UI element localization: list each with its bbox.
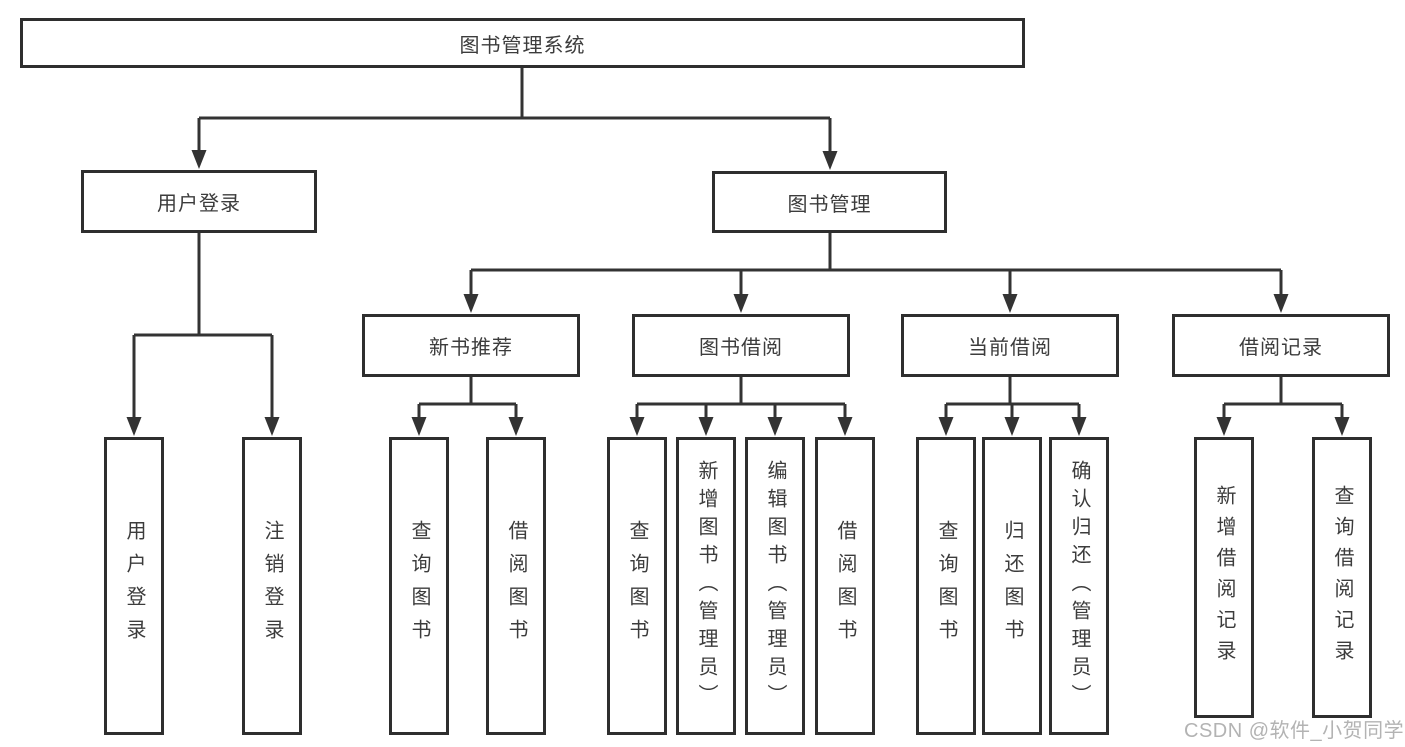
leaf-borrow-borrow-books-label: 借阅图书 <box>834 520 856 652</box>
node-book-borrow: 图书借阅 <box>632 314 850 377</box>
connector-current-group <box>944 377 1081 418</box>
leaf-newbooks-query-books: 查询图书 <box>389 437 449 735</box>
connector-root <box>197 68 832 152</box>
leaf-borrow-add-books-admin: 新增图书（管理员） <box>676 437 736 735</box>
connector-records-group <box>1222 377 1344 418</box>
leaf-newbooks-query-books-label: 查询图书 <box>408 520 430 652</box>
node-book-management: 图书管理 <box>712 171 947 233</box>
leaf-records-query-record: 查询借阅记录 <box>1312 437 1372 718</box>
connector-newbook-group <box>417 377 518 418</box>
leaf-borrow-edit-books-admin-label: 编辑图书（管理员） <box>764 460 786 712</box>
node-user-login: 用户登录 <box>81 170 317 233</box>
leaf-newbooks-borrow-books-label: 借阅图书 <box>505 520 527 652</box>
connector-user-login-group <box>132 233 274 418</box>
leaf-borrow-query-books-label: 查询图书 <box>626 520 648 652</box>
connector-book-management-group <box>469 233 1283 295</box>
node-new-book-recommend: 新书推荐 <box>362 314 580 377</box>
leaf-logout-label: 注销登录 <box>261 520 283 652</box>
leaf-current-query-books-label: 查询图书 <box>935 520 957 652</box>
node-borrow-records: 借阅记录 <box>1172 314 1390 377</box>
leaf-borrow-borrow-books: 借阅图书 <box>815 437 875 735</box>
node-current-borrow: 当前借阅 <box>901 314 1119 377</box>
node-current-borrow-label: 当前借阅 <box>968 337 1052 359</box>
leaf-records-add-record-label: 新增借阅记录 <box>1213 484 1235 671</box>
leaf-current-confirm-return-admin: 确认归还（管理员） <box>1049 437 1109 735</box>
leaf-current-return-books: 归还图书 <box>982 437 1042 735</box>
node-new-book-recommend-label: 新书推荐 <box>429 337 513 359</box>
csdn-watermark: CSDN @软件_小贺同学 <box>1184 720 1405 742</box>
leaf-current-query-books: 查询图书 <box>916 437 976 735</box>
leaf-borrow-edit-books-admin: 编辑图书（管理员） <box>745 437 805 735</box>
leaf-current-return-books-label: 归还图书 <box>1001 520 1023 652</box>
leaf-records-add-record: 新增借阅记录 <box>1194 437 1254 718</box>
leaf-borrow-query-books: 查询图书 <box>607 437 667 735</box>
leaf-newbooks-borrow-books: 借阅图书 <box>486 437 546 735</box>
node-user-login-label: 用户登录 <box>157 193 241 215</box>
leaf-current-confirm-return-admin-label: 确认归还（管理员） <box>1068 460 1090 712</box>
arrowheads <box>126 150 1350 436</box>
node-root: 图书管理系统 <box>20 18 1025 68</box>
leaf-user-login-label: 用户登录 <box>123 520 145 652</box>
connector-borrow-group <box>635 377 847 418</box>
leaf-logout: 注销登录 <box>242 437 302 735</box>
leaf-records-query-record-label: 查询借阅记录 <box>1331 484 1353 671</box>
node-borrow-records-label: 借阅记录 <box>1239 337 1323 359</box>
node-book-management-label: 图书管理 <box>787 193 872 216</box>
leaf-user-login: 用户登录 <box>104 437 164 735</box>
node-root-label: 图书管理系统 <box>459 34 586 57</box>
leaf-borrow-add-books-admin-label: 新增图书（管理员） <box>695 460 717 712</box>
node-book-borrow-label: 图书借阅 <box>699 337 783 359</box>
